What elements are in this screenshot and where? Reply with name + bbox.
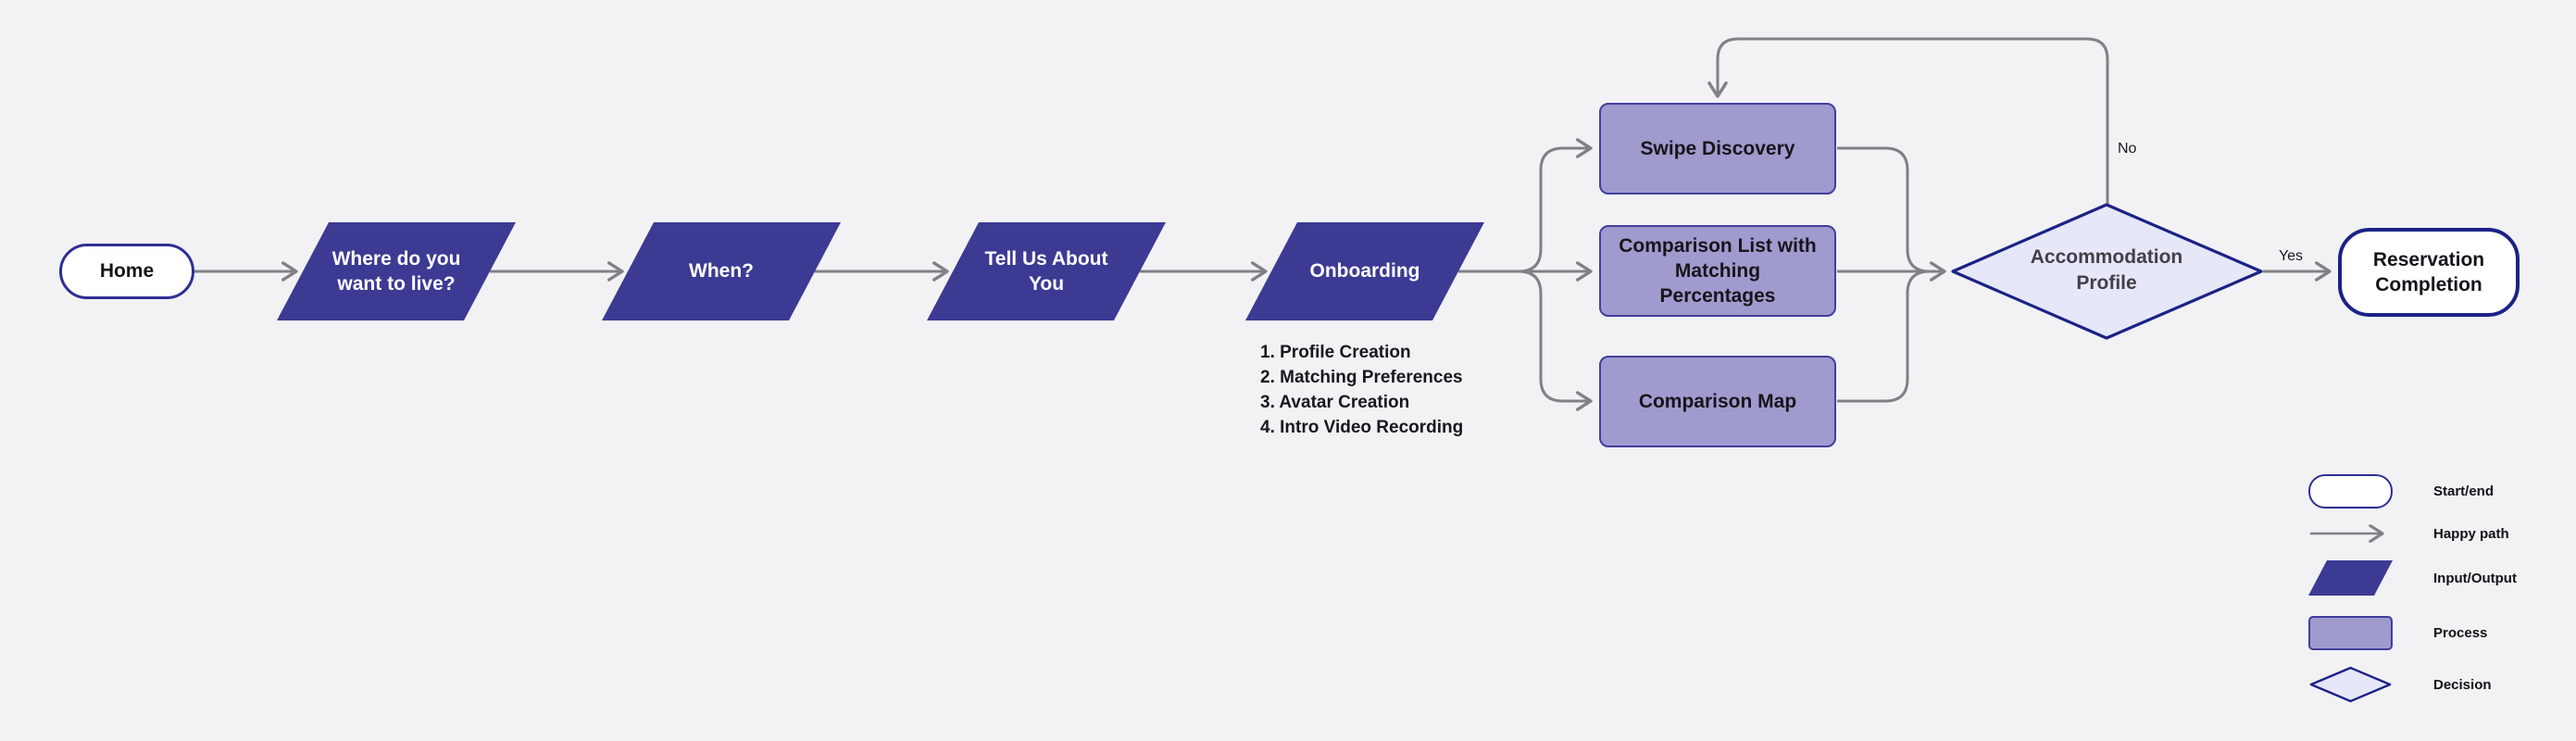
decision-shape[interactable] [1951, 203, 2263, 340]
legend-label-process: Process [2433, 625, 2488, 641]
legend-label-start-end: Start/end [2433, 484, 2495, 499]
legend-row-process: Process [2308, 616, 2517, 650]
legend-label-decision: Decision [2433, 676, 2492, 693]
legend: Start/end Happy path Input/Output [2308, 474, 2517, 705]
edge-swipe-discovery-merge [1837, 146, 1931, 273]
node-comparison-map-label: Comparison Map [1638, 390, 1797, 412]
substep-item: 3. Avatar Creation [1260, 393, 1410, 412]
substep-item: 1. Profile Creation [1260, 343, 1411, 362]
node-home-label: Home [99, 260, 155, 282]
legend-row-start-end: Start/end [2308, 474, 2517, 509]
node-tellus-label: Tell Us About You [984, 247, 1108, 295]
decision-diamond-icon [2308, 664, 2393, 705]
node-when-label: When? [689, 260, 754, 283]
onboarding-substeps-list: 1. Profile Creation 2. Matching Preferen… [1260, 340, 1463, 440]
node-reservation-completion[interactable]: Reservation Completion [2338, 228, 2520, 317]
node-home[interactable]: Home [59, 244, 194, 299]
legend-label-input-output: Input/Output [2433, 570, 2517, 586]
process-rectangle-icon [2308, 616, 2393, 650]
edge-decision-no-loop [1707, 37, 2109, 205]
node-accommodation-profile-label: Accommodation Profile [2030, 246, 2183, 295]
node-comparison-list-label: Comparison List with Matching Percentage… [1619, 234, 1817, 308]
edge-label-yes: Yes [2278, 248, 2304, 264]
substep-item: 4. Intro Video Recording [1260, 418, 1464, 437]
legend-label-happy-path: Happy path [2433, 525, 2509, 542]
node-swipe-discovery[interactable]: Swipe Discovery [1599, 103, 1836, 195]
edge-branch-to-swipe-discovery [1518, 138, 1593, 273]
substep-item: 2. Matching Preferences [1260, 368, 1463, 387]
legend-row-input-output: Input/Output [2308, 560, 2517, 596]
node-reservation-completion-label: Reservation Completion [2372, 248, 2485, 295]
edge-branch-to-comparison-map [1518, 270, 1593, 411]
node-swipe-discovery-label: Swipe Discovery [1640, 137, 1795, 159]
start-end-shape-icon [2308, 474, 2393, 509]
legend-row-decision: Decision [2308, 664, 2517, 705]
happy-path-arrow-icon [2308, 522, 2393, 545]
node-comparison-map[interactable]: Comparison Map [1599, 356, 1836, 447]
edge-comparison-map-merge [1837, 270, 1931, 403]
node-where-label: Where do you want to live? [331, 247, 461, 295]
legend-row-happy-path: Happy path [2308, 522, 2517, 545]
node-onboarding-label: Onboarding [1309, 260, 1420, 283]
input-output-parallelogram-icon [2308, 560, 2393, 596]
node-comparison-list[interactable]: Comparison List with Matching Percentage… [1599, 225, 1836, 317]
edge-label-no: No [2118, 141, 2137, 157]
